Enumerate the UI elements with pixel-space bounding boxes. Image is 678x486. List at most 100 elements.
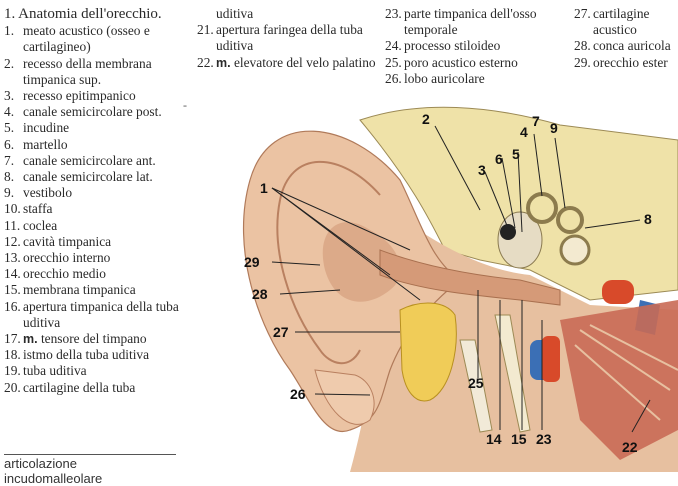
legend-item-text: cartilagine della tuba [23, 380, 135, 395]
legend-item-text: martello [23, 137, 68, 152]
legend-item: 15.membrana timpanica [4, 282, 194, 298]
figure-caption: articolazione incudomalleolare [4, 454, 176, 486]
legend-item-text: tensore del timpano [41, 331, 147, 346]
legend-item: 23.parte timpanica dell'osso temporale [385, 6, 565, 38]
legend-item-number: 24. [385, 38, 402, 54]
legend-item: 8. canale semicircolare lat. [4, 169, 194, 185]
legend-item-text: staffa [23, 201, 53, 216]
legend-heading: 1. Anatomia dell'orecchio. [4, 6, 194, 22]
legend-item-text: canale semicircolare lat. [23, 169, 153, 184]
legend-item-number: 22. [197, 55, 214, 71]
legend-item-number: 11. [4, 218, 20, 234]
legend-item: 24.processo stiloideo [385, 38, 565, 54]
legend-item: 7.canale semicircolare ant. [4, 153, 194, 169]
legend-item: 16.apertura timpanica della tuba uditiva [4, 299, 194, 331]
figure-label: 8 [644, 211, 652, 227]
legend-item: 21.apertura faringea della tuba uditiva [197, 22, 377, 54]
legend-item-text: processo stiloideo [404, 38, 500, 53]
legend-item-text: elevatore del velo palatino [234, 55, 376, 70]
legend-item-number: 6. [4, 137, 14, 153]
legend-item-number: 19. [4, 363, 21, 379]
legend-column-2: uditiva 21.apertura faringea della tuba … [197, 6, 377, 71]
figure-label: 28 [252, 286, 268, 302]
legend-item: 25.poro acustico esterno [385, 55, 565, 71]
legend-item-number: 17. [4, 331, 21, 347]
legend-item: 26.lobo auricolare [385, 71, 565, 87]
figure-label: 29 [244, 254, 260, 270]
legend-item-text: incudine [23, 120, 69, 135]
legend-item-number: 14. [4, 266, 21, 282]
legend-item-text: poro acustico esterno [404, 55, 518, 70]
legend-item: 6. martello [4, 137, 194, 153]
legend-item-number: 20. [4, 380, 21, 396]
figure-label: 2 [422, 111, 430, 127]
legend-item-text: cartilagine acustico [593, 6, 650, 37]
legend-item-text: recesso della membrana timpanica sup. [23, 56, 152, 87]
figure-label: 9 [550, 120, 558, 136]
legend-item-text: cavità timpanica [23, 234, 111, 249]
legend-column-1: 1. Anatomia dell'orecchio. 1. meato acust… [4, 6, 194, 396]
legend-item: 28.conca auricola [574, 38, 678, 54]
legend-item: 10.staffa [4, 201, 194, 217]
legend-item-text: conca auricola [593, 38, 671, 53]
legend-item-number: 3. [4, 88, 14, 104]
legend-item-number: 5. [4, 120, 14, 136]
ear-anatomy-illustration: 1 2 3 4 5 6 7 8 9 14 15 22 23 25 26 27 2… [230, 100, 678, 472]
legend-item-text: vestibolo [23, 185, 72, 200]
figure-label: 3 [478, 162, 486, 178]
legend-item-number: 21. [197, 22, 214, 38]
legend-item: 5. incudine [4, 120, 194, 136]
legend-item-text: canale semicircolare post. [23, 104, 162, 119]
legend-item-number: 16. [4, 299, 21, 315]
legend-item-text: apertura faringea della tuba uditiva [216, 22, 363, 53]
legend-item-number: 18. [4, 347, 21, 363]
legend-item: 9. vestibolo [4, 185, 194, 201]
legend-item-number: 10. [4, 201, 21, 217]
legend-item: 14.orecchio medio [4, 266, 194, 282]
figure-label: 25 [468, 375, 484, 391]
legend-item: 22.m. elevatore del velo palatino [197, 55, 377, 71]
figure-label: 1 [260, 180, 268, 196]
legend-item: 13.orecchio interno [4, 250, 194, 266]
legend-item: 27.cartilagine acustico [574, 6, 678, 38]
legend-item: 3.recesso epitimpanico [4, 88, 194, 104]
legend-item-text: tuba uditiva [23, 363, 87, 378]
figure-label: 22 [622, 439, 638, 455]
legend-item: 18.istmo della tuba uditiva [4, 347, 194, 363]
legend-list: 1. meato acustico (osseo e cartilagineo) 2… [4, 23, 194, 396]
legend-item: 4. canale semicircolare post. [4, 104, 194, 120]
legend-item-text: orecchio ester [593, 55, 668, 70]
figure-label: 4 [520, 124, 528, 140]
legend-item: 29.orecchio ester [574, 55, 678, 71]
legend-item-number: 15. [4, 282, 21, 298]
legend-item-number: 26. [385, 71, 402, 87]
legend-continuation: uditiva [197, 6, 377, 22]
figure-label: 7 [532, 113, 540, 129]
red-vessel-2 [542, 336, 560, 382]
legend-item-number: 7. [4, 153, 14, 169]
legend-item-number: 25. [385, 55, 402, 71]
figure-label: 15 [511, 431, 527, 447]
legend-item-number: 28. [574, 38, 591, 54]
legend-item-number: 1. [4, 23, 14, 39]
legend-item: 11.coclea [4, 218, 194, 234]
legend-item-number: 23. [385, 6, 402, 22]
legend-item: 12.cavità timpanica [4, 234, 194, 250]
legend-item-number: 8. [4, 169, 14, 185]
legend-item-number: 4. [4, 104, 14, 120]
legend-item-text: meato acustico (osseo e cartilagineo) [23, 23, 150, 54]
legend-item-text: orecchio medio [23, 266, 106, 281]
legend-item: 20.cartilagine della tuba [4, 380, 194, 396]
legend-item-number: 12. [4, 234, 21, 250]
legend-item-number: 9. [4, 185, 14, 201]
legend-item-abbrev: m. [23, 332, 38, 346]
legend-item-text: lobo auricolare [404, 71, 485, 86]
legend-item-text: parte timpanica dell'osso temporale [404, 6, 537, 37]
cochlea [561, 236, 589, 264]
legend-item-text: membrana timpanica [23, 282, 136, 297]
figure-label: 23 [536, 431, 552, 447]
legend-item-number: 29. [574, 55, 591, 71]
figure-label: 6 [495, 151, 503, 167]
